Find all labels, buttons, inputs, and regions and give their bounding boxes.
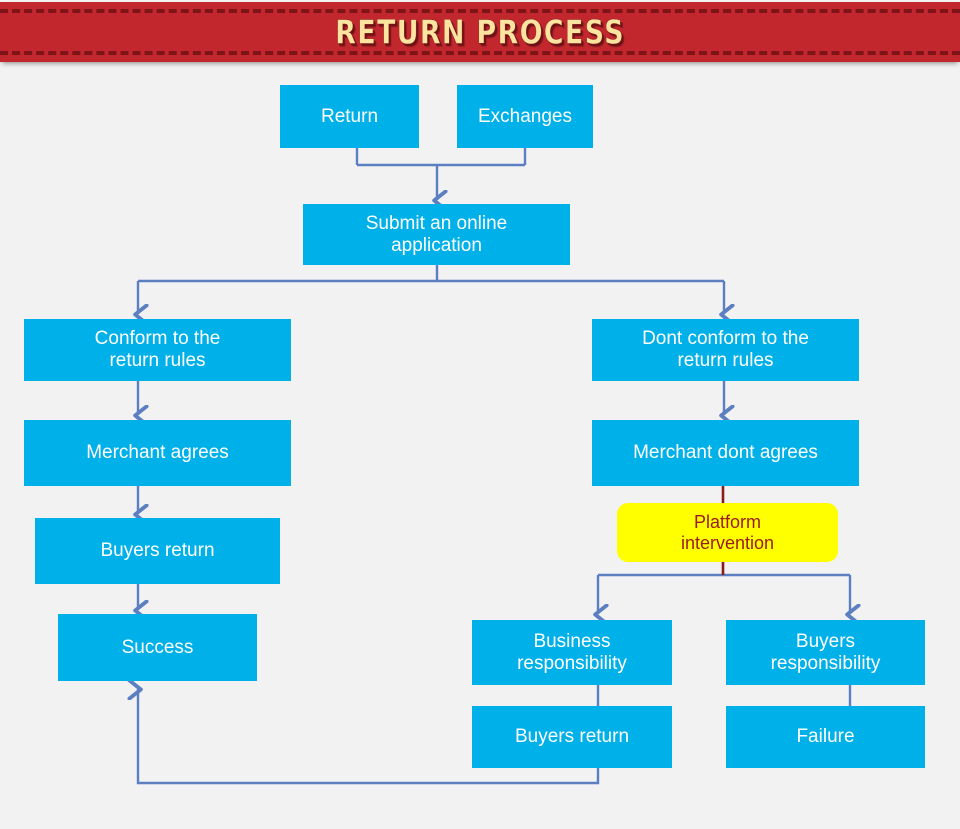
node-conform-to-return-rules[interactable]: Conform to the return rules <box>24 319 291 381</box>
edge-feedback-to-success <box>138 689 600 785</box>
node-failure[interactable]: Failure <box>726 706 925 768</box>
node-submit-application[interactable]: Submit an online application <box>303 204 570 265</box>
node-merchant-agrees[interactable]: Merchant agrees <box>24 420 291 486</box>
header-banner: RETURN PROCESS <box>0 2 960 62</box>
node-merchant-dont-agrees[interactable]: Merchant dont agrees <box>592 420 859 486</box>
flowchart-canvas: Return Exchanges Submit an online applic… <box>0 62 960 829</box>
connector-layer <box>0 148 960 785</box>
node-buyers-return-right[interactable]: Buyers return <box>472 706 672 768</box>
node-platform-intervention[interactable]: Platform intervention <box>617 503 838 562</box>
node-dont-conform-to-return-rules[interactable]: Dont conform to the return rules <box>592 319 859 381</box>
page-title: RETURN PROCESS <box>335 12 625 52</box>
node-exchanges[interactable]: Exchanges <box>457 85 593 148</box>
node-business-responsibility[interactable]: Business responsibility <box>472 620 672 685</box>
edge-platform-to-responsibilities <box>598 573 850 614</box>
node-return[interactable]: Return <box>280 85 419 148</box>
node-success[interactable]: Success <box>58 614 257 681</box>
edge-return-exchanges-to-submit <box>355 148 527 200</box>
edge-submit-to-branches <box>138 265 724 314</box>
node-buyers-return-left[interactable]: Buyers return <box>35 518 280 584</box>
node-buyers-responsibility[interactable]: Buyers responsibility <box>726 620 925 685</box>
